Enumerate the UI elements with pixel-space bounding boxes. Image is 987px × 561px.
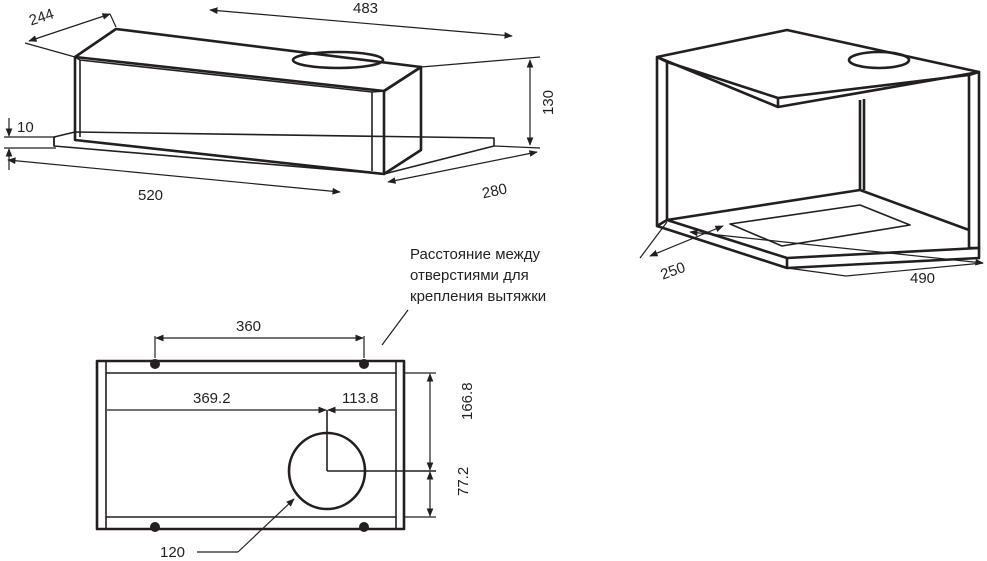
cabinet-right-panel: [967, 70, 981, 250]
note-leader: [381, 309, 409, 346]
mount-hole-bottom-right: [359, 522, 369, 532]
mounting-note: Расстояние между отверстиями для креплен…: [381, 246, 546, 346]
hood-duct-opening: [291, 50, 385, 70]
dim-y-top: 166.8: [459, 382, 476, 420]
dim-cabinet-depth: 250: [658, 259, 687, 284]
dim-hood-height: 130: [540, 90, 557, 115]
dim-x-offset: 113.8: [342, 390, 378, 407]
cabinet-top-hole: [847, 50, 911, 70]
dim-hood-width-top: 483: [353, 0, 378, 17]
cabinet-bottom-panel: [656, 218, 981, 270]
cabinet-isometric-view: 250 490: [639, 28, 984, 287]
dim-hood-width-bottom: 520: [138, 187, 163, 204]
note-line-1: Расстояние между: [410, 246, 540, 263]
cabinet-bottom-cutout: [729, 204, 911, 247]
hood-isometric-view: 244 483 130 10 520 280: [4, 0, 557, 204]
dim-diameter: 120: [160, 544, 185, 561]
dim-hood-flange: 10: [17, 119, 34, 136]
dim-y-bottom: 77.2: [455, 467, 472, 496]
hood-body-right: [383, 65, 423, 176]
dim-hole-spacing: 360: [236, 318, 261, 335]
note-line-2: отверстиями для: [410, 267, 529, 284]
cabinet-top-panel: [656, 28, 981, 109]
hood-body-front: [73, 55, 386, 176]
cabinet-left-panel: [655, 55, 669, 228]
dim-hood-depth-bottom: 280: [481, 180, 509, 202]
mount-hole-top-right: [359, 359, 369, 369]
hood-body-top: [74, 27, 423, 93]
note-line-3: крепления вытяжки: [410, 288, 546, 305]
plan-outer-frame: [95, 359, 406, 531]
mount-hole-bottom-left: [150, 522, 160, 532]
dim-hood-depth: 244: [27, 5, 56, 29]
dim-cabinet-width: 490: [910, 270, 935, 287]
dim-x-center: 369.2: [193, 390, 231, 407]
plan-view: 360 369.2 113.8 166.8 77.2 120: [95, 318, 476, 561]
mount-hole-top-left: [150, 359, 160, 369]
hood-flange: [53, 131, 495, 175]
